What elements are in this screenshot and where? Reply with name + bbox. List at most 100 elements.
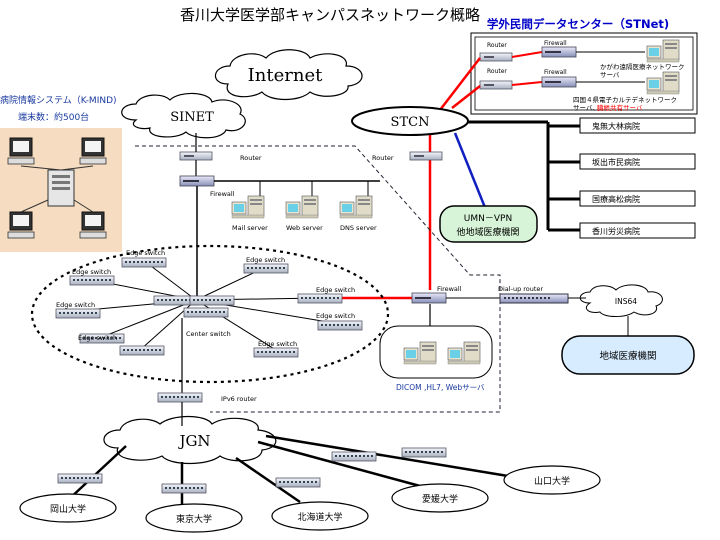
his-pc-2 <box>79 137 107 165</box>
his-label: 病院情報システム（K-MIND) <box>0 94 117 106</box>
jgn-router-1 <box>57 473 103 484</box>
edge-switch-7 <box>253 347 299 358</box>
his-pc-4 <box>79 211 107 239</box>
stcn-label: STCN <box>391 115 430 130</box>
uni-okayama: 岡山大学 <box>19 493 117 523</box>
jgn-router-3 <box>275 477 321 488</box>
sinet-cloud: SINET <box>121 92 246 139</box>
umin-line-1: UMN－VPN <box>464 214 512 224</box>
uni-label-2: 東京大学 <box>176 513 212 525</box>
umin-line-2: 他地域医療機関 <box>456 226 519 238</box>
sinet-label: SINET <box>170 110 214 125</box>
dc-link-r2-f2 <box>511 81 543 86</box>
dc-server-label-2a: 四国４県電子カルテデネットワーク <box>573 95 677 104</box>
dc-router-2 <box>479 80 513 90</box>
his-server <box>47 169 75 207</box>
hospital-box-1 <box>579 117 696 134</box>
dc-server-label-1b: サーバ <box>600 71 620 79</box>
dc-server-1 <box>646 39 680 63</box>
his-link-3 <box>20 199 49 213</box>
main-router <box>179 151 213 161</box>
dc-server-2 <box>646 71 680 95</box>
uni-yamaguchi: 山口大学 <box>503 465 601 495</box>
dialup-router-label: Dial-up router <box>498 285 543 293</box>
dc-router-1 <box>479 52 513 62</box>
ins64-label: INS64 <box>615 297 637 306</box>
his-link-2 <box>60 165 94 171</box>
dmz-firewall-label: Firewall <box>437 285 462 293</box>
web-server <box>285 195 319 219</box>
jgn-cloud: JGN <box>103 415 277 465</box>
main-firewall-label: Firewall <box>210 190 235 198</box>
dc-server-label-2c: 臓帳共有サーバ <box>597 103 643 112</box>
uni-hokkaido: 北海道大学 <box>271 501 369 531</box>
mail-server-label: Mail server <box>232 224 268 232</box>
hospital-label-2: 坂出市民病院 <box>592 157 640 167</box>
ipv6-router-label: IPv6 router <box>221 395 257 403</box>
dicom-label: DICOM ,HL7, Webサーバ <box>396 383 485 392</box>
jgn-router-5 <box>401 447 447 458</box>
dns-server <box>339 195 373 219</box>
edge-switch-4 <box>55 308 101 319</box>
edge-switch-8 <box>297 293 343 304</box>
dc-router-label-2: Router <box>487 68 507 75</box>
hospital-label-4: 香川労災病院 <box>592 226 640 236</box>
edge-switch-6 <box>119 345 165 356</box>
center-switch-label: Center switch <box>186 330 231 338</box>
mail-server <box>231 195 265 219</box>
edge-switch-label-1: Edge switch <box>126 249 165 257</box>
jgn-router-2 <box>161 483 207 494</box>
edge-switch-label-9: Edge switch <box>316 312 355 320</box>
web-server-label: Web server <box>286 224 323 232</box>
edge-switch-label-2: Edge switch <box>72 268 111 276</box>
dc-box-outer <box>470 32 698 115</box>
dc-link-r1-f1 <box>511 51 543 58</box>
his-pc-3 <box>7 211 35 239</box>
dc-box-inner <box>474 36 694 111</box>
ins64-cloud: INS64 <box>579 284 663 317</box>
internet-cloud: Internet <box>214 49 363 101</box>
edge-switch-1 <box>121 257 167 268</box>
edge-switch-2 <box>69 275 115 286</box>
hospital-box-3 <box>579 190 696 207</box>
dns-server-label: DNS server <box>340 224 377 232</box>
umin-box <box>439 205 538 243</box>
campus-lan-boundary <box>30 244 390 384</box>
jgn-router-4 <box>331 451 377 462</box>
his-pc-1 <box>7 137 35 165</box>
uni-label-3: 北海道大学 <box>297 511 342 523</box>
edge-switch-label-7: Edge switch <box>258 340 297 348</box>
uni-tokyo: 東京大学 <box>145 503 243 533</box>
edge-switch-label-8: Edge switch <box>316 286 355 294</box>
edge-switch-9 <box>317 320 363 331</box>
uni-ehime: 愛媛大学 <box>391 483 489 513</box>
regional-box <box>561 335 695 375</box>
internet-label: Internet <box>248 65 323 86</box>
main-firewall <box>179 175 215 187</box>
edge-switch-label-5: Edge switch <box>78 334 117 342</box>
stcn-node: STCN <box>351 106 469 136</box>
link-stcn-umin <box>453 132 488 211</box>
edge-switch-label-3: Edge switch <box>246 256 285 264</box>
dc-firewall-label-1: Firewall <box>544 40 567 47</box>
hospital-box-4 <box>579 222 696 239</box>
stcn-router <box>409 151 443 161</box>
dc-firewall-1 <box>541 46 577 58</box>
uni-label-4: 愛媛大学 <box>422 493 458 505</box>
dc-firewall-2 <box>541 76 577 88</box>
dc-firewall-label-2: Firewall <box>544 69 567 76</box>
edge-switch-3 <box>243 263 289 274</box>
link-stcn-dc-2 <box>451 85 481 109</box>
hospital-box-2 <box>579 153 696 170</box>
dc-server-label-1a: かがわ遠隔医療ネットワーク <box>600 62 685 71</box>
regional-label: 地域医療機関 <box>599 350 656 362</box>
hospital-label-1: 鬼無大林病院 <box>592 121 640 131</box>
his-terminals: 端末数：約500台 <box>18 111 89 123</box>
dc-router-label-1: Router <box>487 42 507 49</box>
dialup-router <box>499 293 569 304</box>
main-router-label: Router <box>240 154 262 162</box>
jgn-spokes <box>67 434 509 505</box>
center-switch <box>153 295 235 318</box>
